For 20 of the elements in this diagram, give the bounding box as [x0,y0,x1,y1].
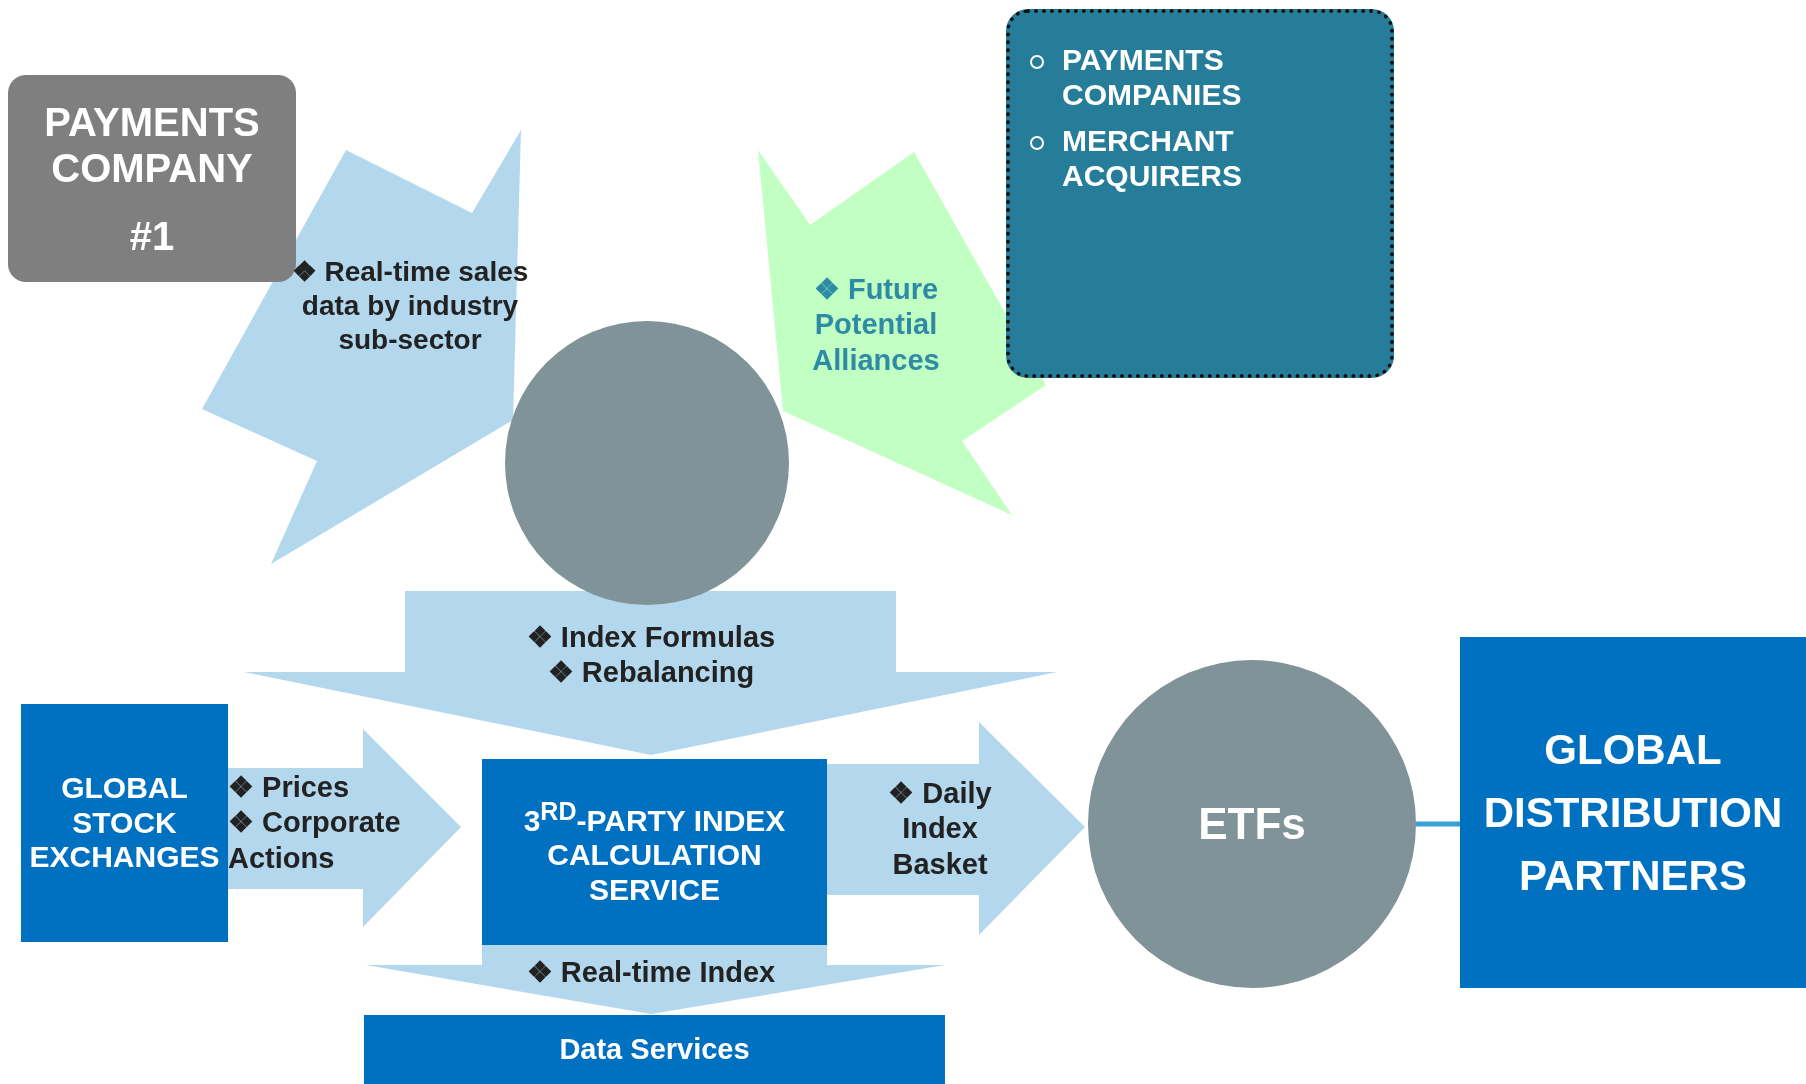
block-arrow [366,945,945,1014]
edge-label: ❖ Daily Index Basket [887,776,993,882]
data-services-box: Data Services [364,1015,945,1084]
block-arrow [202,130,521,564]
block-arrow [758,150,1046,515]
block-arrow [228,729,461,927]
edge-label: ❖ Index Formulas ❖ Rebalancing [525,620,777,691]
list-item: PAYMENTS COMPANIES [1062,43,1243,112]
block-arrow [244,591,1057,755]
edge-label: ❖ Future Potential Alliances [811,272,941,378]
connector-line [1416,821,1460,827]
etf-circle: ETFs [1088,660,1416,988]
edge-label: ❖ Prices ❖ Corporate Actions [228,770,402,876]
edge-label: ❖ Real-time Index [525,955,777,990]
alliances-box [1006,9,1394,378]
exchange-box: GLOBAL STOCK EXCHANGES [21,704,228,942]
list-item: MERCHANT ACQUIRERS [1062,124,1243,193]
partners-box: GLOBAL DISTRIBUTION PARTNERS [1460,637,1806,988]
block-arrow [827,722,1085,935]
service-box: 3$^{RD}$-PARTY INDEX CALCULATION SERVICE [482,759,827,945]
